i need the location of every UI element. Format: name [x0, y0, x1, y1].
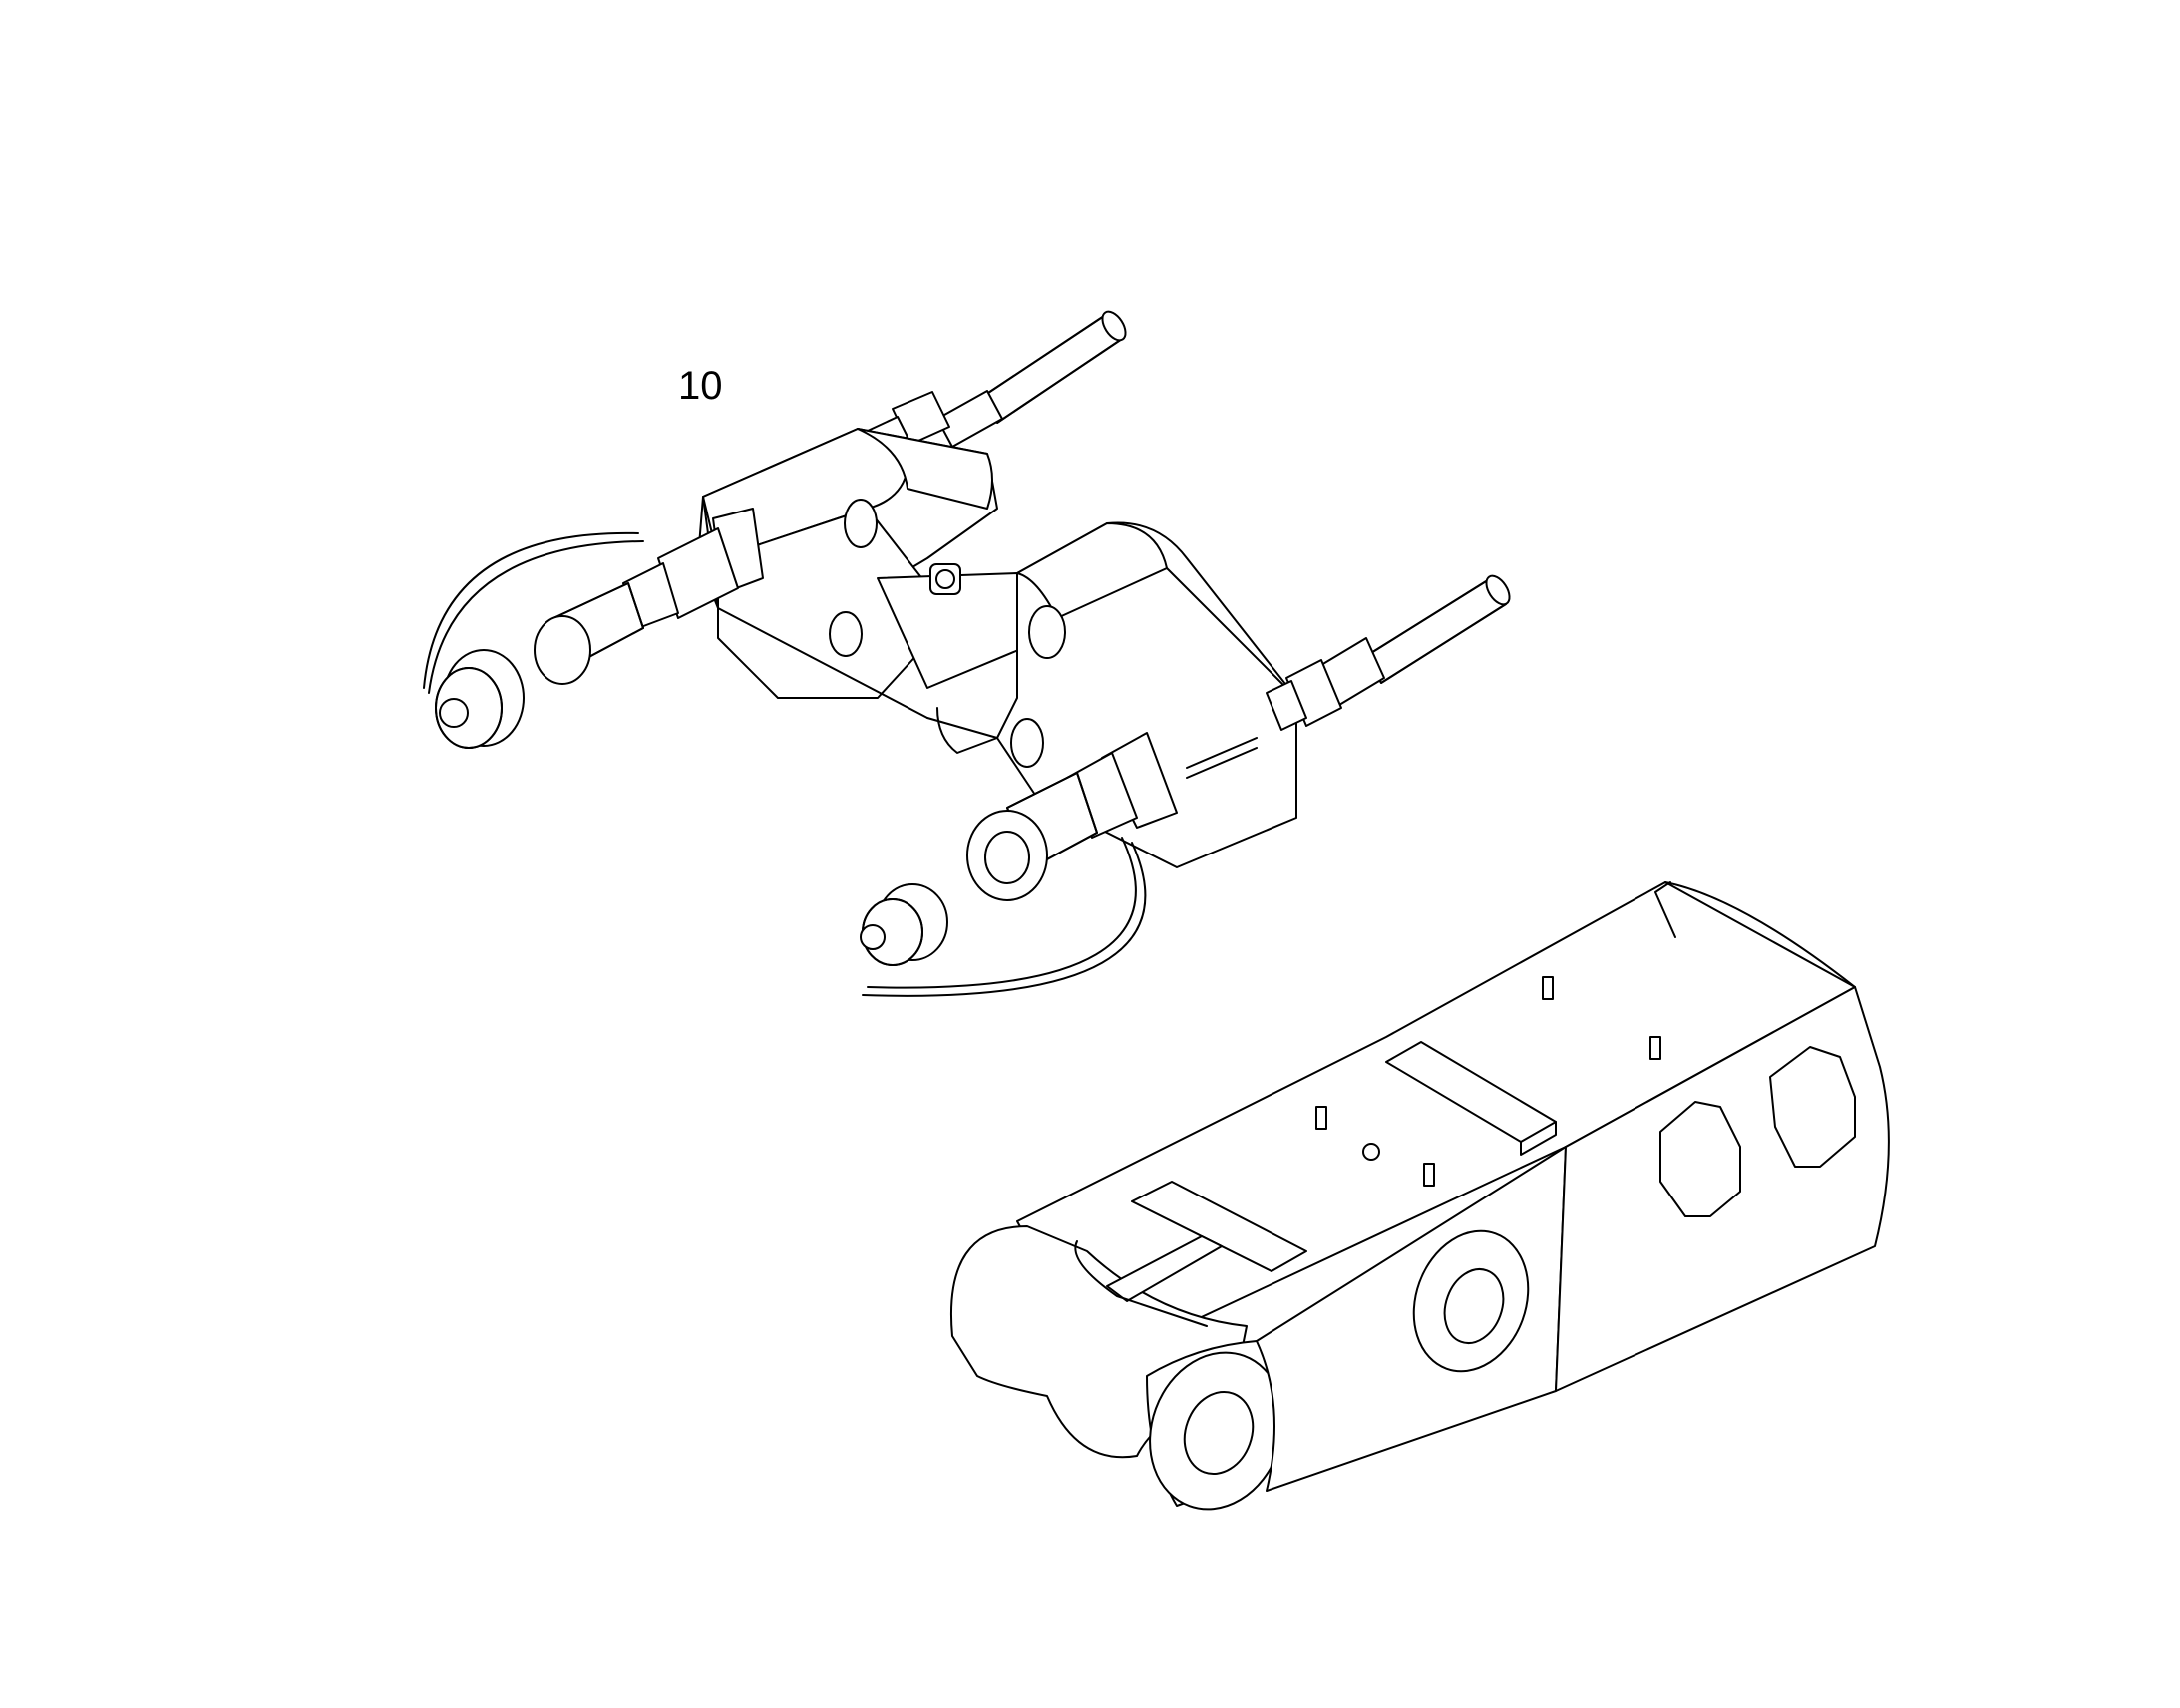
- left-dust-cap: [436, 650, 524, 748]
- rear-plug: [1660, 1102, 1740, 1216]
- right-hose: [1267, 572, 1514, 730]
- bolt-hole: [845, 500, 877, 547]
- hydraulic-valve-block: [424, 308, 1514, 996]
- stud: [1316, 1107, 1326, 1129]
- stud: [1650, 1037, 1660, 1059]
- bolt-hole: [830, 612, 862, 656]
- rear-plug: [1770, 1047, 1855, 1167]
- bolt-hole: [1011, 719, 1043, 767]
- lower-quick-coupling: [863, 733, 1177, 996]
- upper-hose: [868, 308, 1130, 451]
- left-quick-coupling: [424, 509, 763, 693]
- nut: [1363, 1144, 1379, 1160]
- callout-label: 10: [678, 364, 723, 408]
- boom-arm: [951, 882, 1889, 1528]
- stud: [1543, 977, 1553, 999]
- mounting-pad: [1132, 1182, 1306, 1271]
- bolt-hole: [1029, 606, 1065, 658]
- lower-dust-cap: [861, 884, 947, 965]
- stud: [1424, 1164, 1434, 1186]
